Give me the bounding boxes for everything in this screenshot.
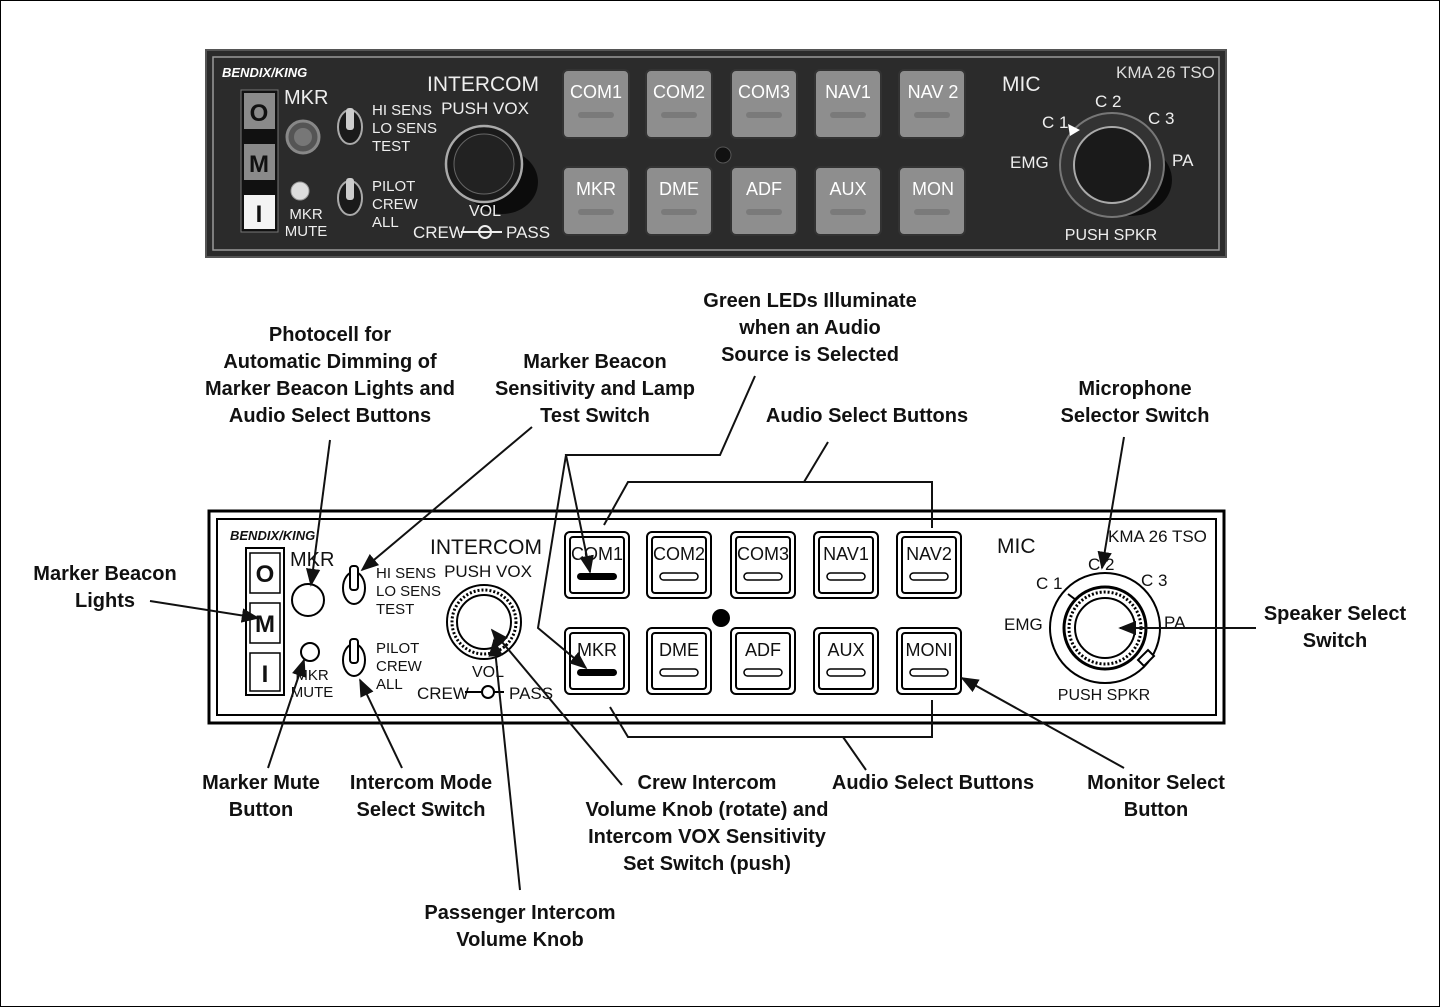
top-pass-label: PASS: [506, 223, 550, 242]
top-mic-label: MIC: [1002, 73, 1041, 96]
top-push-spkr: PUSH SPKR: [1065, 227, 1157, 244]
bottom-brand: BENDIX/KING: [230, 528, 315, 543]
bottom-panel: BENDIX/KING KMA 26 TSO O M I MKR MKR MUT…: [207, 509, 1226, 725]
callout-passenger-volume: Passenger Intercom Volume Knob: [424, 902, 616, 951]
bottom-btn-nav2: NAV2: [906, 544, 952, 564]
leader-lines: [149, 375, 1256, 891]
bottom-mode-crew: CREW: [376, 658, 423, 675]
bottom-marker-light-m: M: [255, 611, 275, 638]
bottom-btn-moni: MONI: [906, 640, 953, 660]
callout-audio-select-bottom: Audio Select Buttons: [831, 772, 1035, 794]
top-mode-all: ALL: [372, 214, 399, 231]
top-mic-c2: C 2: [1095, 92, 1121, 111]
top-button-grid: [562, 69, 966, 236]
bottom-sens-lo: LO SENS: [376, 583, 441, 600]
top-intercom-title: INTERCOM: [427, 73, 539, 96]
bottom-mkr-label: MKR: [290, 549, 334, 571]
bottom-mode-all: ALL: [376, 676, 403, 693]
callout-intercom-mode: Intercom Mode Select Switch: [349, 772, 493, 821]
callout-monitor-select: Monitor Select Button: [1087, 772, 1225, 821]
top-mkr-label: MKR: [284, 87, 328, 109]
bottom-mic-c1: C 1: [1036, 574, 1062, 593]
top-btn-adf: ADF: [746, 179, 782, 199]
bottom-mic-label: MIC: [997, 535, 1036, 558]
top-btn-mkr: MKR: [576, 179, 616, 199]
top-mic-emg: EMG: [1010, 153, 1049, 172]
top-vol-label: VOL: [469, 203, 501, 220]
bottom-mic-emg: EMG: [1004, 615, 1043, 634]
callout-audio-select-top: Audio Select Buttons: [765, 405, 969, 427]
top-btn-nav2: NAV 2: [908, 82, 959, 102]
top-mic-pa: PA: [1172, 151, 1194, 170]
bottom-mode-pilot: PILOT: [376, 640, 419, 657]
callout-marker-mute: Marker Mute Button: [202, 772, 320, 821]
top-model: KMA 26 TSO: [1116, 63, 1215, 82]
top-btn-com3: COM3: [738, 82, 790, 102]
bottom-sens-hi: HI SENS: [376, 565, 436, 582]
top-mic-c3: C 3: [1148, 109, 1174, 128]
callout-green-leds: Green LEDs Illuminate when an Audio Sour…: [703, 290, 917, 366]
callout-speaker-select: Speaker Select Switch: [1263, 603, 1407, 652]
bottom-btn-com1: COM1: [571, 544, 623, 564]
bottom-btn-com3: COM3: [737, 544, 789, 564]
bottom-btn-nav1: NAV1: [823, 544, 869, 564]
bottom-intercom-title: INTERCOM: [430, 536, 542, 559]
bottom-mute-label-2: MUTE: [291, 684, 334, 701]
bottom-marker-light-i: I: [262, 661, 269, 688]
bottom-crew-label: CREW: [417, 684, 469, 703]
callout-marker-sensitivity: Marker Beacon Sensitivity and Lamp Test …: [494, 351, 696, 427]
bottom-mic-pa: PA: [1164, 613, 1186, 632]
top-mic-c1: C 1: [1042, 113, 1068, 132]
callout-crew-volume: Crew Intercom Volume Knob (rotate) and I…: [585, 772, 829, 875]
top-push-vox: PUSH VOX: [441, 99, 529, 118]
bottom-btn-mkr: MKR: [577, 640, 617, 660]
bottom-sens-test: TEST: [376, 601, 414, 618]
top-sens-hi: HI SENS: [372, 102, 432, 119]
top-btn-nav1: NAV1: [825, 82, 871, 102]
bottom-vol-label: VOL: [472, 664, 504, 681]
bottom-btn-aux: AUX: [827, 640, 864, 660]
bottom-model: KMA 26 TSO: [1108, 527, 1207, 546]
top-mode-pilot: PILOT: [372, 178, 415, 195]
top-crew-label: CREW: [413, 223, 465, 242]
bottom-push-spkr: PUSH SPKR: [1058, 687, 1150, 704]
bottom-mic-c3: C 3: [1141, 571, 1167, 590]
top-mode-crew: CREW: [372, 196, 419, 213]
top-marker-light-o: O: [250, 100, 269, 127]
bottom-btn-dme: DME: [659, 640, 699, 660]
bottom-push-vox: PUSH VOX: [444, 562, 532, 581]
callout-photocell: Photocell for Automatic Dimming of Marke…: [204, 324, 456, 427]
top-marker-light-i: I: [256, 201, 263, 228]
top-btn-dme: DME: [659, 179, 699, 199]
bottom-mic-c2: C 2: [1088, 555, 1114, 574]
top-marker-light-m: M: [249, 151, 269, 178]
top-mute-label-1: MKR: [289, 206, 323, 223]
top-btn-com2: COM2: [653, 82, 705, 102]
top-btn-mon: MON: [912, 179, 954, 199]
bottom-button-leds: [577, 572, 949, 677]
bottom-marker-light-o: O: [256, 561, 275, 588]
top-mute-label-2: MUTE: [285, 223, 328, 240]
bottom-btn-adf: ADF: [745, 640, 781, 660]
top-panel: BENDIX/KING KMA 26 TSO O M I MKR MKR MUT…: [205, 49, 1227, 258]
bottom-btn-com2: COM2: [653, 544, 705, 564]
callout-marker-lights: Marker Beacon Lights: [33, 563, 177, 612]
top-sens-test: TEST: [372, 138, 410, 155]
top-btn-com1: COM1: [570, 82, 622, 102]
top-brand: BENDIX/KING: [222, 65, 307, 80]
top-btn-aux: AUX: [829, 179, 866, 199]
callout-mic-selector: Microphone Selector Switch: [1060, 378, 1210, 427]
top-sens-lo: LO SENS: [372, 120, 437, 137]
